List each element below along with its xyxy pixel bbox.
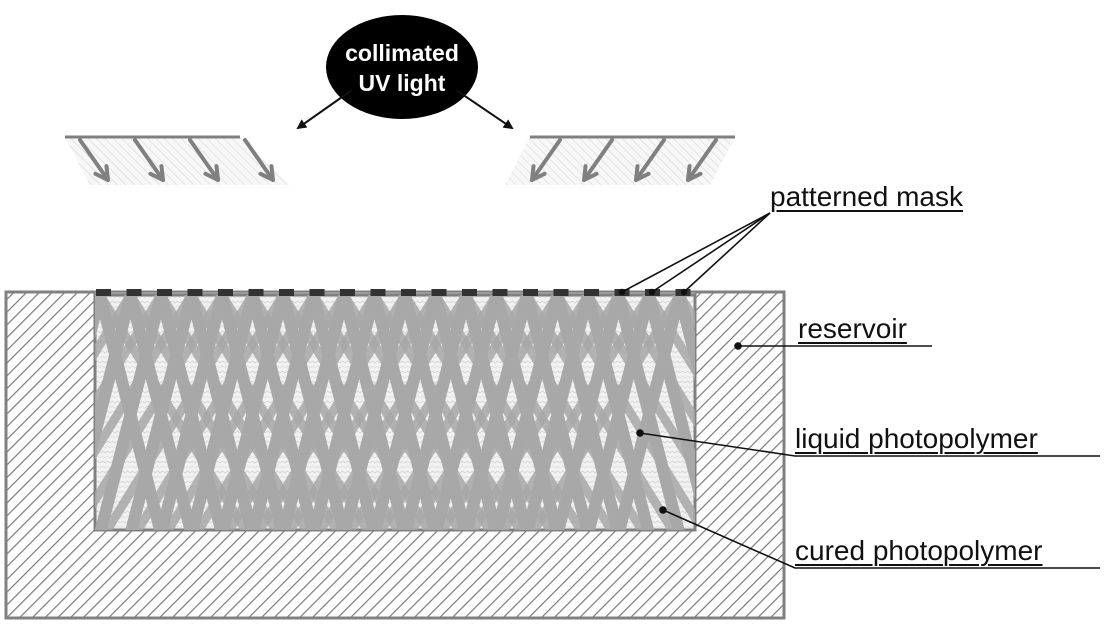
mask-segment <box>523 289 538 296</box>
cured-strut-steep <box>95 295 135 361</box>
uv-beam-arrowhead <box>93 164 110 182</box>
cured-strut-steep <box>193 295 348 530</box>
mask-segment <box>584 289 599 296</box>
uv-pointer-arrows <box>296 89 514 130</box>
mask-segment <box>553 289 569 296</box>
uv-light-source <box>326 15 478 119</box>
uv-beam-left <box>65 135 290 185</box>
uv-beam-arrow <box>582 138 614 182</box>
cured-strut-steep <box>406 295 562 530</box>
uv-beam-arrow <box>634 138 666 182</box>
cured-strut-steep <box>345 295 501 530</box>
label-cured-photopolymer: cured photopolymer <box>795 535 1043 566</box>
cured-strut-steep <box>315 295 470 530</box>
uv-beam-arrowhead <box>148 164 165 182</box>
right-pointer-arrow <box>455 89 514 130</box>
cured-strut-steep <box>437 295 592 530</box>
mask-segment <box>401 289 416 296</box>
cured-strut-steep <box>645 295 695 378</box>
uv-beam-arrow <box>243 138 275 182</box>
photopolymer-cavity <box>93 293 697 532</box>
mask-segment <box>492 289 508 296</box>
mask-segment <box>218 289 233 296</box>
cured-strut-right <box>673 295 695 380</box>
mask-segment <box>340 289 355 296</box>
cured-strut-right <box>643 295 695 500</box>
mask-segment <box>431 289 447 296</box>
cured-strut-steep <box>223 295 379 530</box>
cured-strut-steep <box>95 295 196 460</box>
uv-beam-arrow <box>133 138 165 182</box>
uv-beam-arrowhead <box>582 164 599 182</box>
cured-strut-steep <box>95 295 165 411</box>
cured-strut-right <box>582 295 655 530</box>
uv-beam-right <box>505 135 735 185</box>
uv-beam-arrowhead <box>530 164 547 182</box>
uv-beam-arrow <box>78 138 110 182</box>
cured-strut-steep <box>498 295 653 530</box>
cured-strut-steep <box>376 295 531 530</box>
uv-beam-arrowhead <box>686 164 703 182</box>
cured-strut-right <box>612 295 685 530</box>
label-reservoir: reservoir <box>798 313 907 344</box>
mask-segment <box>96 289 111 296</box>
cured-photopolymer-lattice <box>95 295 695 530</box>
cured-strut-steep <box>101 295 257 530</box>
label-liquid-photopolymer: liquid photopolymer <box>795 423 1038 454</box>
mask-segment <box>462 289 477 296</box>
cured-strut-left <box>95 295 137 459</box>
cured-strut-steep <box>162 295 318 530</box>
mask-segment <box>279 289 294 296</box>
uv-beam-arrowhead <box>203 164 220 182</box>
cured-strut-steep <box>95 295 226 509</box>
label-patterned-mask: patterned mask <box>770 181 963 212</box>
uv-beam-arrow <box>530 138 562 182</box>
uv-beam-arrowhead <box>634 164 651 182</box>
leader-lines <box>618 212 1100 569</box>
mask-segment <box>370 289 386 296</box>
mask-segment <box>248 289 264 296</box>
cured-strut-steep <box>132 295 287 530</box>
cured-strut-steep <box>284 295 440 530</box>
mask-segment <box>157 289 172 296</box>
uv-beam-arrow <box>188 138 220 182</box>
cured-strut-steep <box>467 295 623 530</box>
mask-segment <box>126 289 142 296</box>
cured-strut-left <box>95 295 167 530</box>
uv-beam-arrow <box>686 138 718 182</box>
uv-beam-arrowhead <box>258 164 275 182</box>
cured-strut-steep <box>254 295 409 530</box>
cured-strut-steep <box>528 295 684 530</box>
mask-segment <box>309 289 325 296</box>
mask-segment <box>187 289 203 296</box>
cured-strut-left <box>125 295 198 530</box>
left-pointer-arrow <box>296 89 353 130</box>
